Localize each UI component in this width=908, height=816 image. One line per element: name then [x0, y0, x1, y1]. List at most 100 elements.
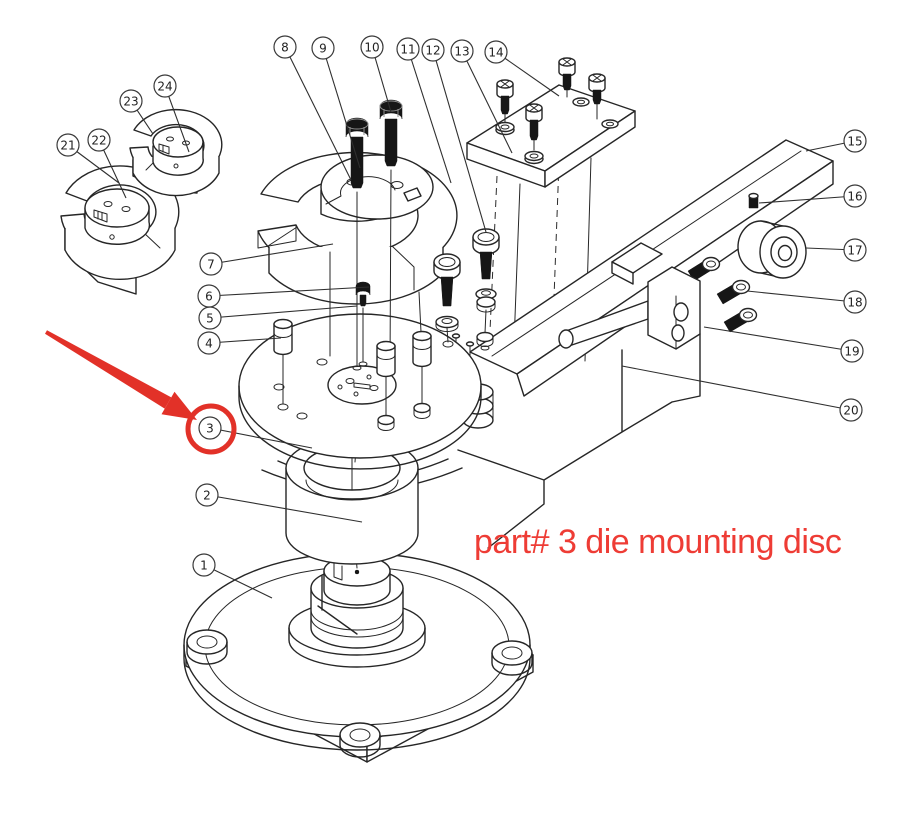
- callout-number: 18: [847, 295, 862, 309]
- callout-circle: [843, 238, 867, 262]
- spacer-right: [412, 330, 432, 419]
- part-18-bolts: [687, 256, 758, 333]
- callout-22: 22: [87, 128, 127, 199]
- callout-19: 19: [703, 326, 864, 363]
- callout-number: 5: [206, 311, 214, 325]
- callout-10: 10: [360, 35, 392, 113]
- part-19-slide-bracket: [558, 242, 701, 350]
- callout-number: 4: [205, 336, 213, 350]
- callout-4: 4: [197, 331, 282, 355]
- part-12-bolt: [472, 228, 500, 351]
- callout-circle: [56, 133, 80, 157]
- callout-circle: [119, 89, 143, 113]
- callout-circle: [192, 553, 216, 577]
- callout-number: 11: [400, 42, 415, 56]
- leader-line: [758, 195, 856, 204]
- callout-number: 1: [200, 558, 208, 572]
- callout-number: 9: [319, 41, 327, 55]
- callout-circle: [273, 35, 297, 59]
- callout-number: 3: [206, 421, 214, 435]
- leader-line: [210, 243, 334, 265]
- part-4-spacer: [273, 318, 293, 411]
- callout-14: 14: [484, 40, 560, 97]
- callout-number: 15: [847, 134, 862, 148]
- callout-21: 21: [56, 133, 120, 184]
- callout-7: 7: [199, 243, 334, 276]
- callout-circle: [421, 38, 445, 62]
- callout-circle: [199, 252, 223, 276]
- callout-number: 6: [205, 289, 213, 303]
- leader-line: [407, 48, 452, 184]
- highlight-arrow-head: [161, 391, 197, 420]
- callout-circle: [195, 483, 219, 507]
- callout-circle: [360, 35, 384, 59]
- callout-number: 10: [364, 40, 379, 54]
- callout-13: 13: [450, 39, 513, 154]
- callout-17: 17: [805, 238, 867, 262]
- callout-circle: [311, 36, 335, 60]
- callout-18: 18: [746, 290, 867, 314]
- leader-line: [206, 494, 363, 523]
- leader-line: [209, 305, 358, 319]
- leader-line: [432, 49, 487, 233]
- leader-line: [746, 290, 856, 303]
- callout-8: 8: [273, 35, 352, 181]
- callout-3: 3: [198, 416, 313, 449]
- callout-circle: [153, 74, 177, 98]
- part-13-clamp-plate: [466, 57, 636, 362]
- callout-circle: [198, 416, 222, 440]
- leader-line: [495, 51, 560, 97]
- leader-line: [322, 47, 361, 169]
- callout-number: 13: [454, 44, 469, 58]
- leader-line: [621, 365, 852, 411]
- part-6-spacer: [376, 340, 396, 431]
- leader-line: [209, 427, 313, 449]
- callout-circle: [197, 284, 221, 308]
- leader-line: [203, 564, 273, 599]
- callout-number: 7: [207, 257, 215, 271]
- callout-number: 20: [843, 403, 858, 417]
- callout-11: 11: [396, 37, 452, 184]
- callout-circle: [840, 339, 864, 363]
- callout-number: 2: [203, 488, 211, 502]
- callout-circle: [839, 398, 863, 422]
- annotation-text: part# 3 die mounting disc: [474, 523, 842, 561]
- leader-line: [164, 85, 190, 153]
- callout-circle: [484, 40, 508, 64]
- callout-circle: [197, 331, 221, 355]
- callout-number: 21: [60, 138, 75, 152]
- part-17-roller-bearing: [737, 220, 807, 279]
- callout-number: 19: [844, 344, 859, 358]
- callout-16: 16: [758, 184, 867, 208]
- callout-number: 22: [91, 133, 106, 147]
- callout-24: 24: [153, 74, 190, 153]
- hardware-spacers-bolts: [273, 169, 500, 431]
- callout-20: 20: [621, 365, 863, 422]
- highlight-arrow-shaft: [45, 330, 172, 409]
- leader-line: [703, 326, 853, 352]
- callout-number: 17: [847, 243, 862, 257]
- part-5-screw: [355, 281, 371, 367]
- red-highlight: [45, 330, 237, 455]
- callout-circle: [396, 37, 420, 61]
- callout-circle: [450, 39, 474, 63]
- callout-circle: [843, 184, 867, 208]
- callout-2: 2: [195, 483, 363, 523]
- leader-line: [208, 337, 282, 344]
- leader-line: [461, 50, 513, 154]
- highlight-circle: [185, 403, 237, 455]
- part-23-24-scroll-die-small: [129, 108, 223, 197]
- callout-23: 23: [119, 89, 154, 135]
- callout-circle: [843, 129, 867, 153]
- callout-number: 24: [157, 79, 172, 93]
- callout-9: 9: [311, 36, 361, 169]
- callout-number: 23: [123, 94, 138, 108]
- callout-number: 8: [281, 40, 289, 54]
- callout-1: 1: [192, 553, 273, 599]
- part-16-pin: [748, 192, 759, 209]
- callout-circle: [843, 290, 867, 314]
- callout-12: 12: [421, 38, 487, 233]
